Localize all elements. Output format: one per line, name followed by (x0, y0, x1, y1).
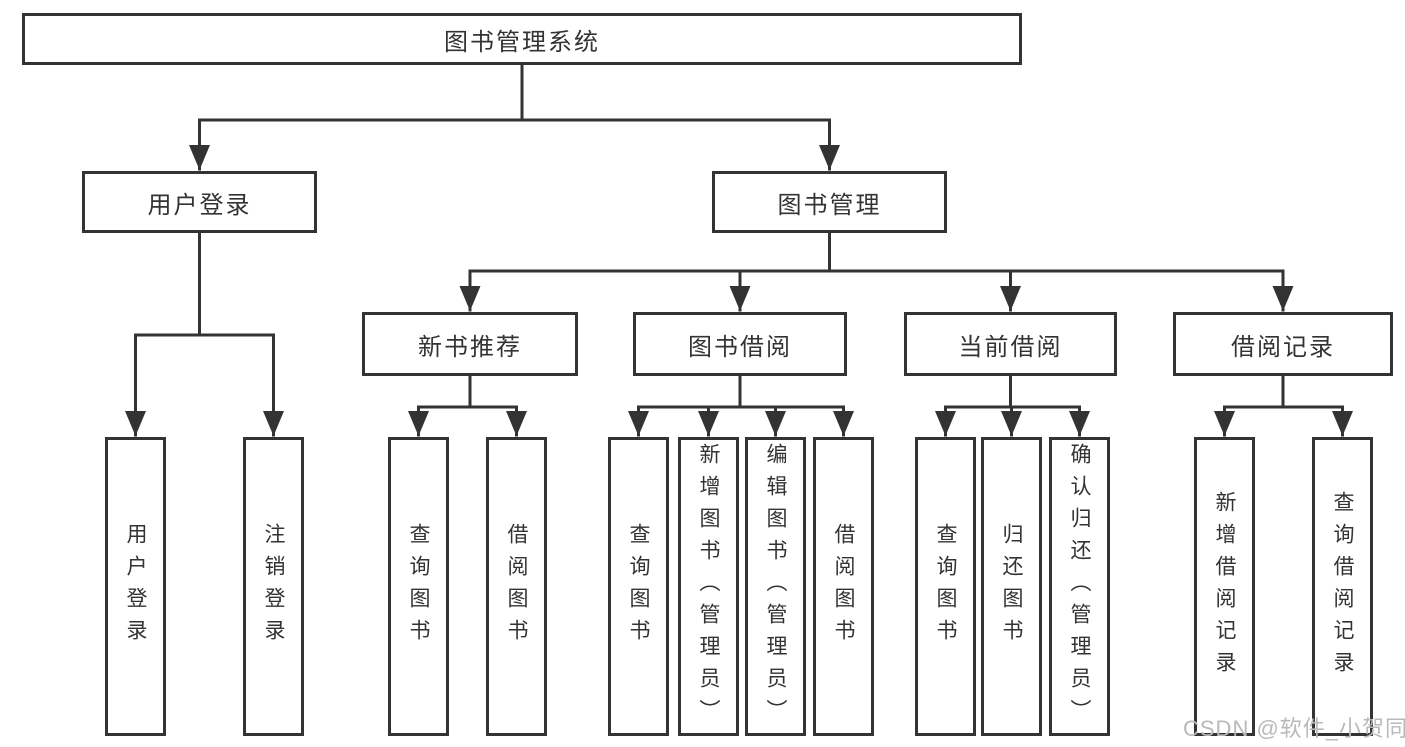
leaf-query-borrow-record: 查询借阅记录 (1312, 437, 1373, 736)
node-label: 图书管理 (777, 191, 882, 219)
node-library-management-system: 图书管理系统 (22, 13, 1022, 65)
node-current-borrowing: 当前借阅 (904, 312, 1117, 376)
node-label: 确认归还（管理员） (1068, 442, 1091, 731)
node-book-borrowing: 图书借阅 (633, 312, 847, 376)
node-book-management: 图书管理 (712, 171, 947, 233)
leaf-query-books: 查询图书 (388, 437, 449, 736)
node-label: 用户登录 (124, 522, 147, 651)
node-label: 借阅图书 (505, 522, 528, 651)
node-label: 图书借阅 (688, 333, 792, 361)
node-label: 当前借阅 (958, 333, 1063, 361)
node-label: 新增图书（管理员） (697, 442, 720, 731)
csdn-watermark: CSDN @软件_小贺同学 (1183, 716, 1405, 741)
leaf-logout: 注销登录 (243, 437, 304, 736)
leaf-borrow-books: 借阅图书 (813, 437, 874, 736)
node-label: 编辑图书（管理员） (764, 442, 787, 731)
leaf-add-book-admin: 新增图书（管理员） (678, 437, 739, 736)
node-label: 借阅记录 (1231, 333, 1335, 361)
leaf-return-books: 归还图书 (981, 437, 1042, 736)
leaf-confirm-return-admin: 确认归还（管理员） (1049, 437, 1110, 736)
node-label: 注销登录 (262, 522, 285, 651)
leaf-edit-book-admin: 编辑图书（管理员） (745, 437, 806, 736)
node-label: 查询图书 (934, 522, 957, 651)
node-label: 借阅图书 (832, 522, 855, 651)
leaf-user-login: 用户登录 (105, 437, 166, 736)
node-user-login: 用户登录 (82, 171, 317, 233)
leaf-query-books: 查询图书 (915, 437, 976, 736)
node-label: 查询借阅记录 (1331, 490, 1354, 683)
leaf-borrow-books: 借阅图书 (486, 437, 547, 736)
leaf-query-books: 查询图书 (608, 437, 669, 736)
node-label: 图书管理系统 (444, 28, 600, 56)
node-label: 查询图书 (407, 522, 430, 651)
node-new-book-recommend: 新书推荐 (362, 312, 578, 376)
leaf-add-borrow-record: 新增借阅记录 (1194, 437, 1255, 736)
node-label: 新增借阅记录 (1213, 490, 1236, 683)
node-borrowing-records: 借阅记录 (1173, 312, 1393, 376)
node-label: 用户登录 (147, 191, 252, 219)
node-label: 新书推荐 (418, 333, 522, 361)
node-label: 查询图书 (627, 522, 650, 651)
node-label: 归还图书 (1000, 522, 1023, 651)
